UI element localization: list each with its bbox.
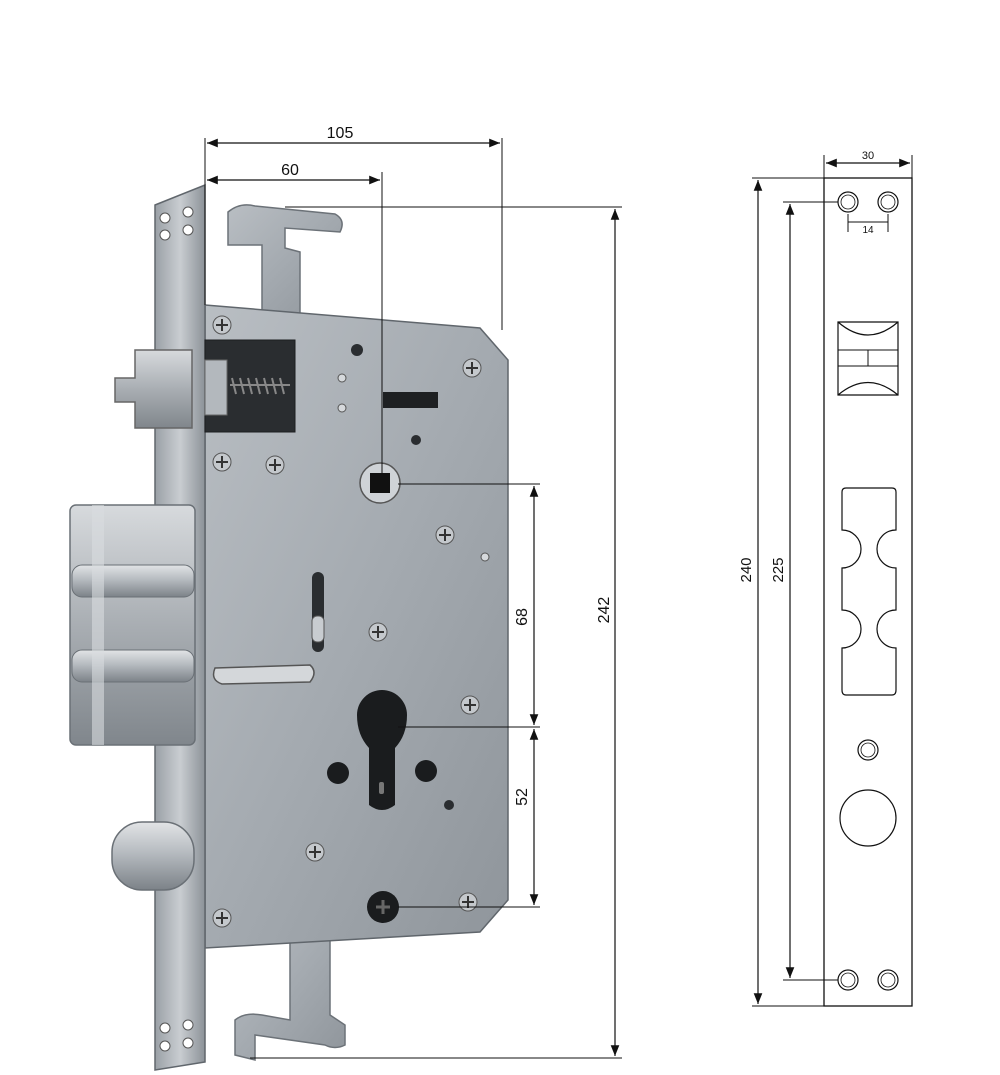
rivet-icon [444,800,454,810]
deadbolt [69,504,196,746]
faceplate-view: 14 [823,177,913,1007]
front-plate-hole-icon [182,1037,194,1049]
dim-label-width-spindle: 60 [281,162,299,179]
front-plate-hole-icon [159,1022,171,1034]
screw-icon [212,315,232,335]
screw-icon [212,452,232,472]
faceplate-round-bolt-hole-icon [839,789,897,847]
screw-icon [462,358,482,378]
cylinder-hole-icon [357,690,407,810]
front-plate-hole-icon [182,1019,194,1031]
dim-label-height-total: 242 [596,597,613,624]
rivet-icon [411,435,421,445]
screw-icon [435,525,455,545]
latch-block [204,359,228,416]
lock-body [69,183,509,1071]
lever-pin [311,615,325,643]
dim-label-plate-length: 240 [738,557,755,582]
faceplate-small-hole-icon [857,739,879,761]
faceplate-hole-icon [877,969,899,991]
rivet-icon [480,552,490,562]
top-hook [227,204,343,319]
dim-label-hole-spacing: 14 [862,225,874,236]
front-plate-hole-icon [182,206,194,218]
faceplate-outline [823,177,913,1007]
front-plate-hole-icon [182,224,194,236]
dim-label-cylinder-lower: 52 [514,788,531,806]
cylinder-side-hole-icon [415,760,437,782]
rivet-icon [337,403,347,413]
dim-label-plate-width: 30 [862,150,874,162]
front-plate-hole-icon [159,1040,171,1052]
horizontal-slot [212,664,315,685]
screw-icon [305,842,325,862]
screw-icon [460,695,480,715]
spring-icon [230,377,290,395]
rivet-icon [337,373,347,383]
screw-icon [458,892,478,912]
rivet-icon [351,344,363,356]
screw-icon [368,622,388,642]
latch-opening [837,321,899,396]
screw-icon [265,455,285,475]
faceplate-dimensions: 30 240 225 [738,150,913,1007]
bolt-opening [841,487,897,696]
front-plate-hole-icon [159,229,171,241]
round-bolt [111,821,195,891]
dim-label-width-total: 105 [327,125,354,142]
slot-icon [383,392,438,408]
dim-label-hole-distance: 225 [770,557,787,582]
dim-label-spindle-cylinder: 68 [514,608,531,626]
bottom-hook [234,917,346,1061]
screw-icon [212,908,232,928]
faceplate-hole-icon [877,191,899,213]
lock-dimensions: 105 60 242 68 52 [204,125,622,1059]
cylinder-side-hole-icon [327,762,349,784]
front-plate-hole-icon [159,212,171,224]
latch-bolt [114,349,193,429]
spindle-square-icon [370,473,390,493]
